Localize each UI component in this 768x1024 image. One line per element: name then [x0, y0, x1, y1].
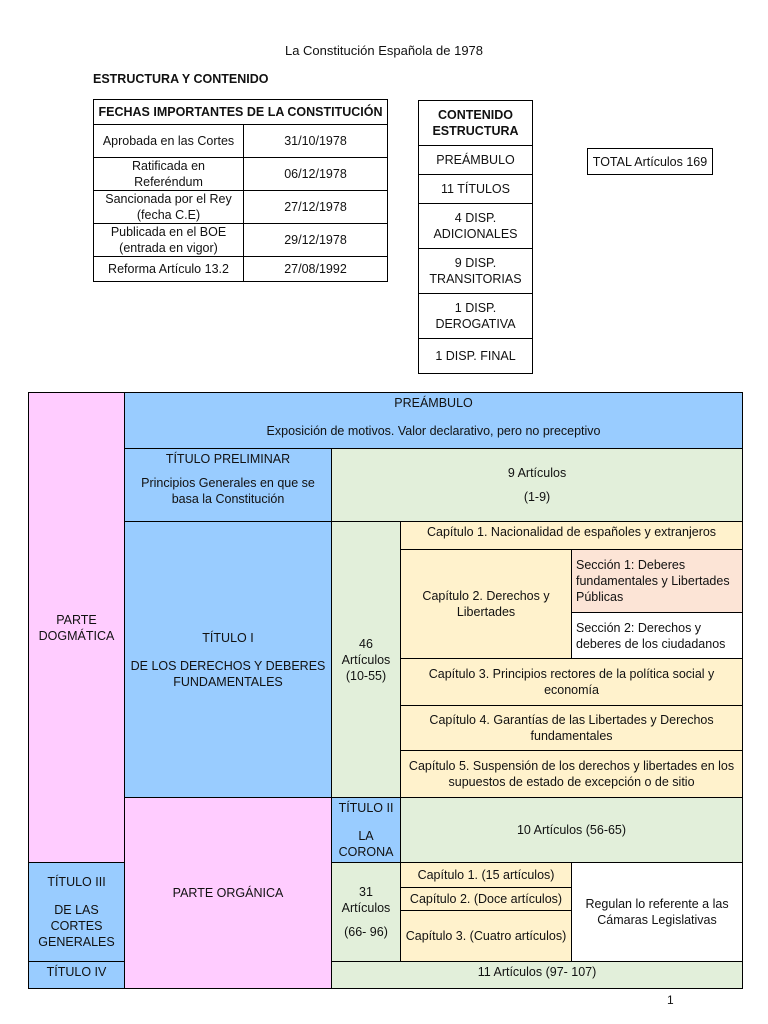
titulo-4-title: TÍTULO IV	[28, 961, 125, 989]
list-item: 1 DISP. DEROGATIVA	[418, 293, 533, 339]
titulo-1-title: TÍTULO I	[202, 630, 254, 645]
articles-range: (66- 96)	[344, 925, 388, 939]
titulo-3-cell: TÍTULO III DE LAS CORTES GENERALES	[28, 862, 125, 962]
dates-table-header: FECHAS IMPORTANTES DE LA CONSTITUCIÓN	[93, 99, 388, 125]
titulo-1-capitulo-4: Capítulo 4. Garantías de las Libertades …	[399, 705, 744, 751]
document-subtitle: ESTRUCTURA Y CONTENIDO	[93, 72, 269, 86]
titulo-2-articles: 10 Artículos (56-65)	[399, 797, 744, 863]
dates-table: FECHAS IMPORTANTES DE LA CONSTITUCIÓN Ap…	[93, 99, 388, 282]
titulo-1-capitulo-3: Capítulo 3. Principios rectores de la po…	[399, 658, 744, 706]
titulo-1-capitulo-1: Capítulo 1. Nacionalidad de españoles y …	[399, 521, 744, 550]
list-item: 1 DISP. FINAL	[418, 338, 533, 374]
date-value: 31/10/1978	[243, 124, 388, 158]
titulo-3-capitulo-2: Capítulo 2. (Doce artículos)	[400, 887, 572, 911]
date-value: 27/08/1992	[243, 256, 388, 282]
total-articles-box: TOTAL Artículos 169	[587, 148, 713, 175]
titulo-preliminar-text: Principios Generales en que se basa la C…	[141, 476, 315, 506]
titulo-2-title: TÍTULO II	[338, 801, 394, 815]
page-number: 1	[667, 993, 674, 1007]
titulo-preliminar-articles: 9 Artículos (1-9)	[330, 448, 744, 522]
date-value: 06/12/1978	[243, 157, 388, 191]
titulo-3-articles: 31 Artículos (66- 96)	[331, 862, 401, 962]
table-row: Sancionada por el Rey (fecha C.E) 27/12/…	[93, 190, 388, 224]
titulo-4-articles: 11 Artículos (97- 107)	[330, 961, 744, 989]
date-value: 29/12/1978	[243, 223, 388, 257]
date-label: Sancionada por el Rey (fecha C.E)	[93, 190, 244, 224]
table-row: Reforma Artículo 13.2 27/08/1992	[93, 256, 388, 282]
titulo-3-capitulo-3: Capítulo 3. (Cuatro artículos)	[400, 910, 572, 962]
list-item: 11 TÍTULOS	[418, 174, 533, 204]
parte-organica-label: PARTE ORGÁNICA	[124, 797, 332, 989]
articles-range: (1-9)	[523, 490, 551, 504]
content-structure-table: CONTENIDO ESTRUCTURA PREÁMBULO 11 TÍTULO…	[418, 100, 533, 374]
titulo-3-title: TÍTULO III	[47, 875, 106, 889]
titulo-1-articles: 46 Artículos (10-55)	[331, 521, 401, 798]
table-row: Aprobada en las Cortes 31/10/1978	[93, 124, 388, 158]
titulo-1-cell: TÍTULO I DE LOS DERECHOS Y DEBERES FUNDA…	[124, 521, 332, 798]
articles-count: 9 Artículos	[507, 466, 567, 480]
list-item: 4 DISP. ADICIONALES	[418, 203, 533, 249]
document-title: La Constitución Española de 1978	[284, 43, 484, 58]
titulo-1-seccion-1: Sección 1: Deberes fundamentales y Liber…	[570, 549, 744, 613]
articles-count: 31 Artículos	[341, 885, 391, 915]
date-label: Publicada en el BOE (entrada en vigor)	[93, 223, 244, 257]
date-label: Ratificada en Referéndum	[93, 157, 244, 191]
titulo-3-capitulo-1: Capítulo 1. (15 artículos)	[400, 862, 572, 888]
titulo-3-text: DE LAS CORTES GENERALES	[38, 903, 115, 949]
content-table-header: CONTENIDO ESTRUCTURA	[418, 100, 533, 146]
structure-table: PARTE DOGMÁTICA PREÁMBULO Exposición de …	[28, 392, 744, 989]
preamble-cell: PREÁMBULO Exposición de motivos. Valor d…	[123, 392, 744, 449]
titulo-1-seccion-2: Sección 2: Derechos y deberes de los ciu…	[570, 612, 744, 659]
parte-dogmatica-label: PARTE DOGMÁTICA	[28, 392, 125, 863]
titulo-preliminar-title: TÍTULO PRELIMINAR	[165, 452, 291, 466]
date-value: 27/12/1978	[243, 190, 388, 224]
date-label: Aprobada en las Cortes	[93, 124, 244, 158]
titulo-1-capitulo-2: Capítulo 2. Derechos y Libertades	[400, 549, 572, 659]
titulo-3-note: Regulan lo referente a las Cámaras Legis…	[570, 862, 744, 962]
titulo-2-cell: TÍTULO II LA CORONA	[331, 797, 401, 863]
table-row: Publicada en el BOE (entrada en vigor) 2…	[93, 223, 388, 257]
list-item: 9 DISP. TRANSITORIAS	[418, 248, 533, 294]
preamble-title: PREÁMBULO	[394, 396, 473, 410]
titulo-1-capitulo-5: Capítulo 5. Suspensión de los derechos y…	[399, 750, 744, 798]
table-row: Ratificada en Referéndum 06/12/1978	[93, 157, 388, 191]
titulo-2-text: LA CORONA	[338, 829, 394, 859]
titulo-preliminar-cell: TÍTULO PRELIMINAR Principios Generales e…	[124, 448, 332, 522]
titulo-1-text: DE LOS DERECHOS Y DEBERES FUNDAMENTALES	[130, 658, 326, 689]
list-item: PREÁMBULO	[418, 145, 533, 175]
preamble-text: Exposición de motivos. Valor declarativo…	[266, 424, 601, 438]
date-label: Reforma Artículo 13.2	[93, 256, 244, 282]
